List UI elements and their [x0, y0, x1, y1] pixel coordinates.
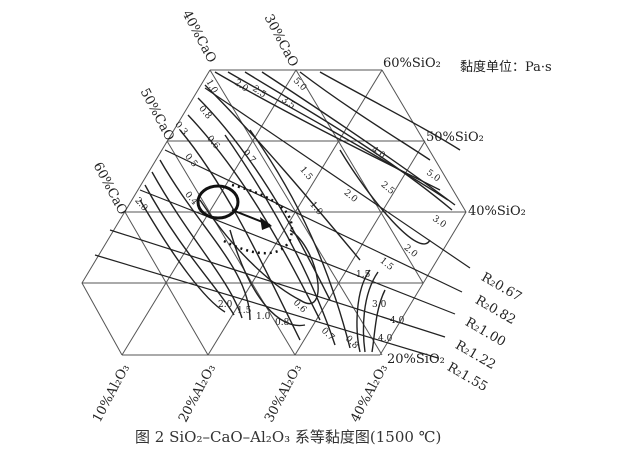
contour-label: 1.5: [356, 270, 371, 280]
arrow-head: [260, 217, 272, 230]
contour-label: 1.0: [256, 312, 271, 322]
label-40-sio2: 40%SiO₂: [468, 204, 526, 219]
contour-label: 1.5: [237, 306, 252, 316]
label-50-sio2: 50%SiO₂: [426, 130, 484, 145]
label-20-sio2: 20%SiO₂: [387, 352, 445, 367]
contour-label: 4.0: [378, 334, 393, 344]
isoviscosity-contours: [139, 71, 461, 353]
label-60-sio2: 60%SiO₂: [383, 56, 441, 71]
contour-label: 2.0: [218, 300, 233, 310]
unit-note: 黏度单位：Pa·s: [460, 60, 552, 75]
contour-label: 0.8: [275, 318, 290, 328]
contour-label: 4.0: [390, 316, 405, 326]
highlight-ellipse: [196, 184, 240, 220]
dotted-region: [221, 183, 294, 255]
contour-label: 3.0: [372, 300, 387, 310]
figure-caption: 图 2 SiO₂–CaO–Al₂O₃ 系等黏度图(1500 ℃): [135, 428, 442, 446]
